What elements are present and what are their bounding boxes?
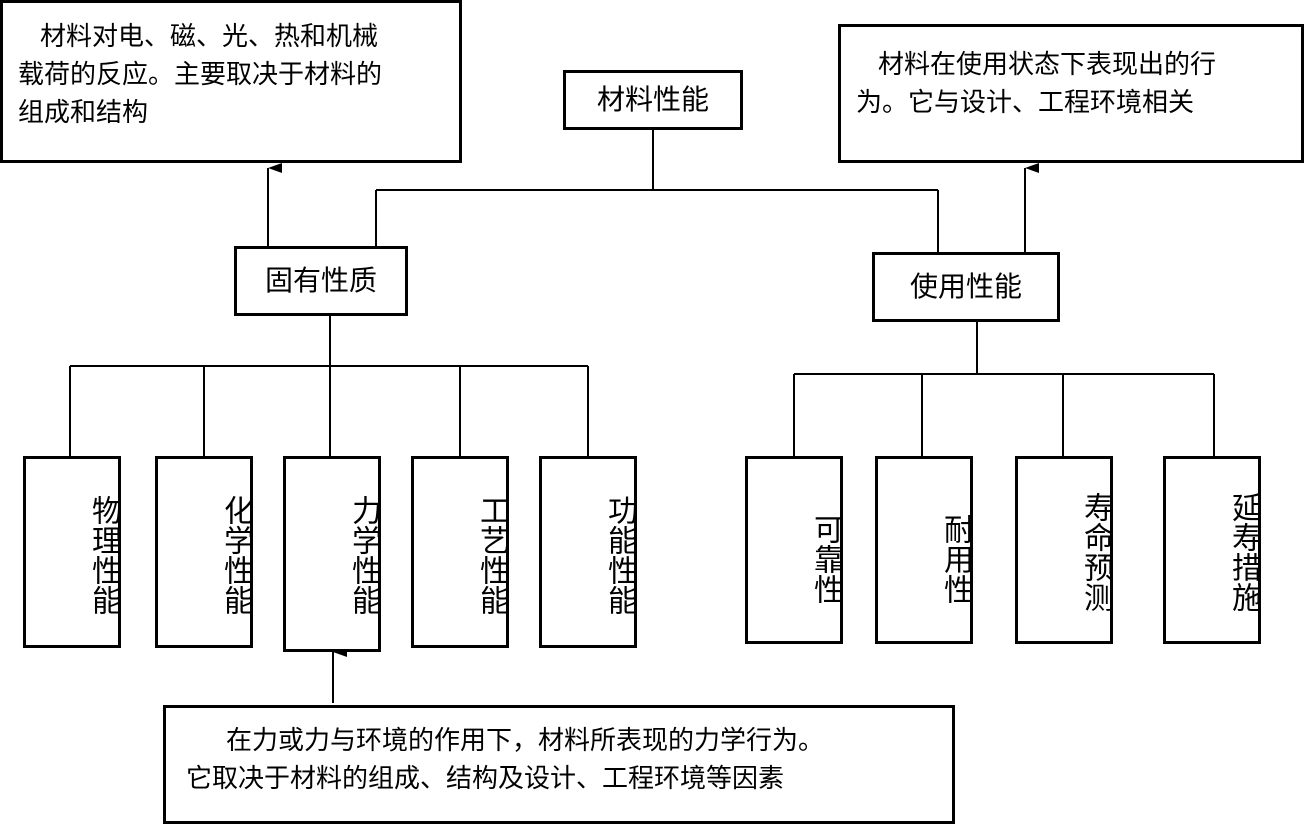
left-child-label: 工艺性能 <box>474 495 509 615</box>
left-category-label: 固有性质 <box>264 264 377 297</box>
left-note-box <box>0 0 462 163</box>
right-note-line-1: 材料在使用状态下表现出的行 <box>878 50 1217 80</box>
left-child-node <box>155 456 253 648</box>
right-child-label: 可靠性 <box>808 514 843 604</box>
right-child-node <box>1163 456 1261 644</box>
right-child-node <box>1015 456 1113 644</box>
bottom-note-text: 在力或力与环境的作用下，材料所表现的力学行为。 它取决于材料的组成、结构及设计、… <box>186 722 946 798</box>
right-child-label: 延寿措施 <box>1226 492 1261 612</box>
left-child-node <box>23 456 121 648</box>
right-note-box <box>838 24 1304 163</box>
left-note-line-3: 组成和结构 <box>18 98 149 128</box>
right-note-text: 材料在使用状态下表现出的行 为。它与设计、工程环境相关 <box>856 46 1296 122</box>
right-child-node <box>875 456 973 644</box>
left-note-line-2: 载荷的反应。主要取决于材料的 <box>18 60 383 90</box>
bottom-note-line-2: 它取决于材料的组成、结构及设计、工程环境等因素 <box>186 764 785 794</box>
bottom-note-line-1: 在力或力与环境的作用下，材料所表现的力学行为。 <box>226 726 825 756</box>
left-child-node <box>539 456 637 648</box>
right-child-label: 寿命预测 <box>1078 492 1113 612</box>
right-category-label: 使用性能 <box>909 270 1022 303</box>
left-note-text: 材料对电、磁、光、热和机械 载荷的反应。主要取决于材料的 组成和结构 <box>18 18 454 132</box>
root-label: 材料性能 <box>596 83 709 116</box>
left-child-node <box>283 456 381 652</box>
right-note-line-2: 为。它与设计、工程环境相关 <box>856 88 1195 118</box>
left-child-label: 化学性能 <box>218 495 253 615</box>
left-child-node <box>411 456 509 648</box>
bottom-note-box <box>163 705 955 824</box>
left-category-node <box>234 246 408 316</box>
right-child-label: 耐用性 <box>938 514 973 604</box>
right-category-node <box>872 252 1060 322</box>
right-child-node <box>745 456 843 644</box>
left-child-label: 功能性能 <box>602 495 637 615</box>
root-node <box>563 70 743 130</box>
left-child-label: 力学性能 <box>346 495 381 615</box>
left-note-line-1: 材料对电、磁、光、热和机械 <box>40 22 379 52</box>
left-child-label: 物理性能 <box>86 495 121 615</box>
